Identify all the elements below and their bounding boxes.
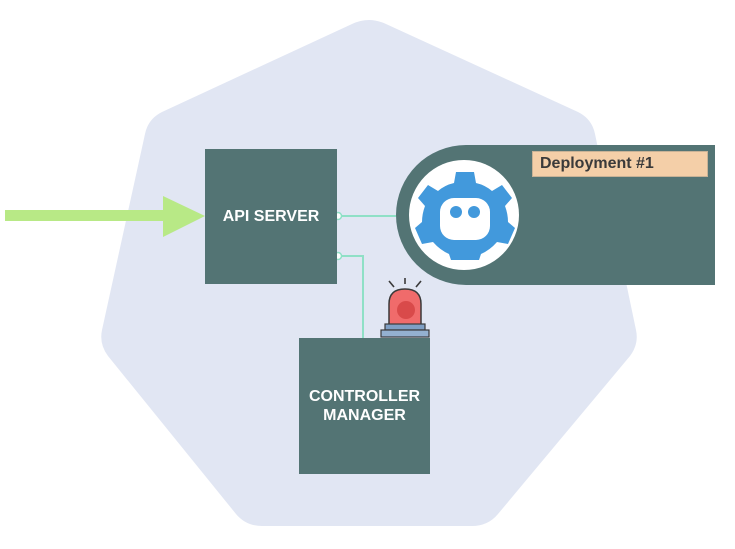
etcd-gear-icon [415,172,515,260]
api-server-box[interactable]: API SERVER [205,149,337,284]
controller-manager-label-line2: MANAGER [323,407,406,424]
controller-manager-box[interactable]: CONTROLLER MANAGER [299,338,430,474]
controller-manager-label-line1: CONTROLLER [308,388,421,405]
arrow-right-icon [5,196,205,237]
siren-alarm-icon [380,278,430,338]
deployment-label: Deployment #1 [532,151,708,177]
api-server-label: API SERVER [222,207,320,225]
